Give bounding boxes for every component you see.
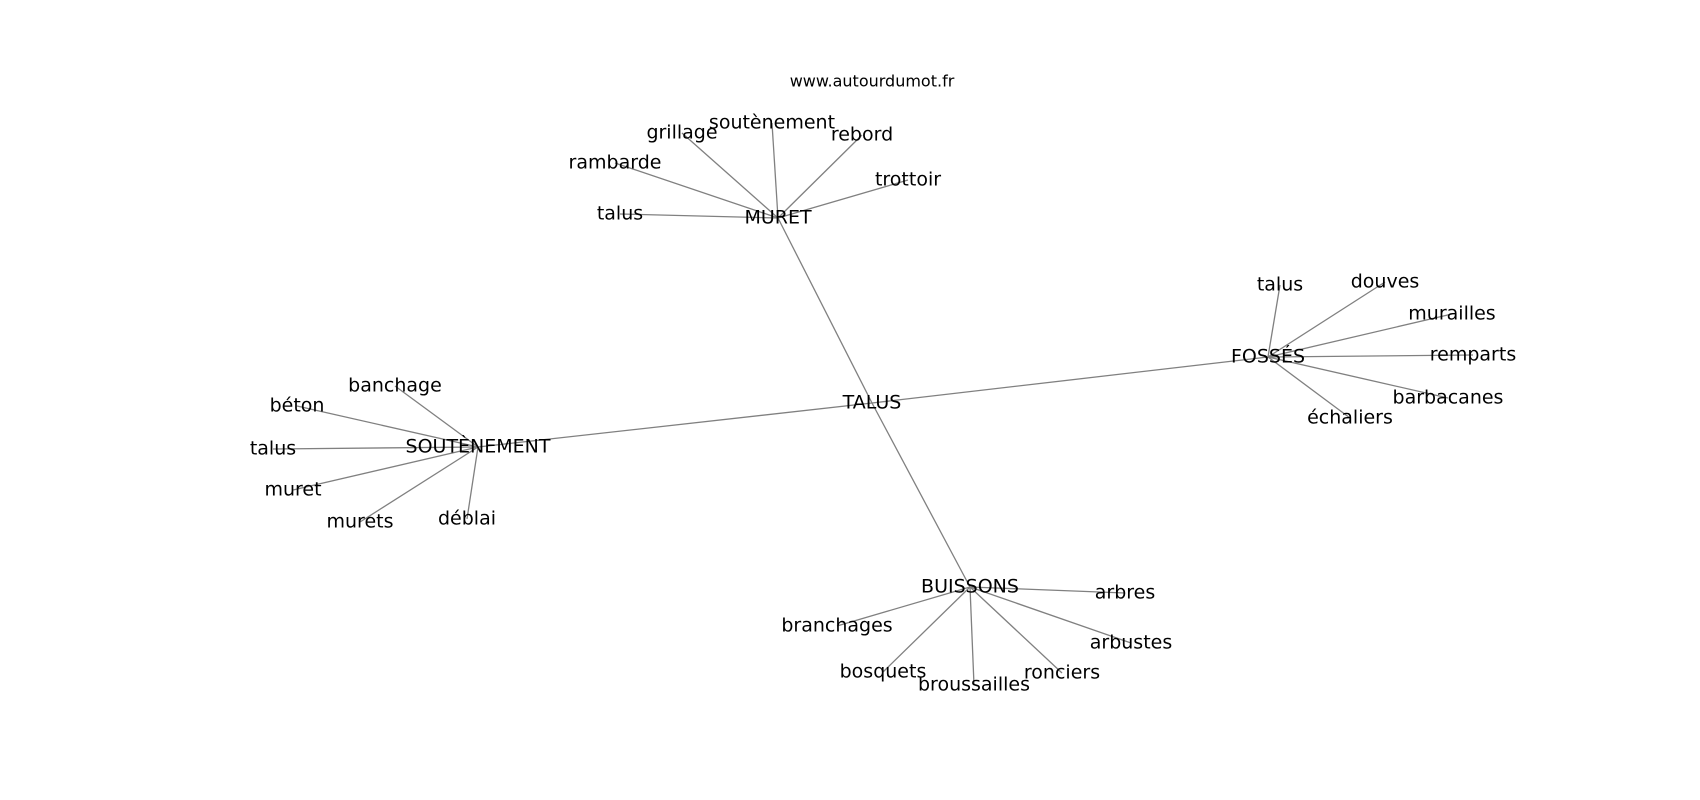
node-leaf: talus bbox=[250, 438, 296, 460]
node-leaf: broussailles bbox=[918, 674, 1030, 696]
edge-hub-leaf bbox=[969, 586, 1126, 594]
edge-hub-leaf bbox=[272, 446, 479, 450]
edge-hub-leaf bbox=[394, 385, 479, 448]
labels-layer: www.autourdumot.fr TALUS MURET talus ramba… bbox=[250, 72, 1516, 696]
node-leaf: remparts bbox=[1430, 344, 1516, 366]
node-leaf: douves bbox=[1351, 271, 1420, 293]
node-leaf: rebord bbox=[831, 124, 893, 146]
node-hub: BUISSONS bbox=[921, 576, 1019, 598]
node-leaf: murailles bbox=[1408, 303, 1495, 325]
node-leaf: arbustes bbox=[1090, 632, 1173, 654]
node-leaf: échaliers bbox=[1307, 407, 1393, 429]
edge-hub-leaf bbox=[836, 586, 971, 627]
edge-center-hub bbox=[477, 402, 873, 448]
edge-hub-leaf bbox=[614, 162, 779, 219]
edge-hub-leaf bbox=[882, 586, 971, 673]
edge-hub-leaf bbox=[292, 446, 479, 491]
node-leaf: murets bbox=[327, 511, 394, 533]
edge-hub-leaf bbox=[1267, 313, 1453, 358]
node-leaf: déblai bbox=[438, 508, 496, 530]
node-hub: MURET bbox=[744, 207, 812, 229]
edge-hub-leaf bbox=[777, 179, 909, 219]
node-leaf: branchages bbox=[781, 615, 892, 637]
node-leaf: ronciers bbox=[1024, 662, 1100, 684]
node-hub: FOSSÉS bbox=[1231, 345, 1305, 368]
edge-hub-leaf bbox=[359, 446, 479, 523]
edge-hub-leaf bbox=[466, 446, 479, 520]
node-center: TALUS bbox=[842, 392, 902, 414]
edge-center-hub bbox=[777, 217, 873, 404]
node-leaf: arbres bbox=[1095, 582, 1156, 604]
node-hub: SOUTÈNEMENT bbox=[406, 435, 551, 458]
edge-center-hub bbox=[871, 402, 971, 588]
edge-hub-leaf bbox=[969, 586, 1132, 644]
node-leaf: muret bbox=[264, 479, 321, 501]
edge-hub-leaf bbox=[1267, 354, 1474, 358]
node-leaf: talus bbox=[597, 203, 643, 225]
edge-hub-leaf bbox=[777, 134, 863, 219]
node-leaf: grillage bbox=[646, 122, 717, 144]
edge-hub-leaf bbox=[1267, 356, 1351, 419]
node-leaf: béton bbox=[270, 395, 325, 417]
edge-hub-leaf bbox=[771, 122, 779, 219]
edge-hub-leaf bbox=[1267, 284, 1281, 358]
edge-hub-leaf bbox=[681, 132, 779, 219]
node-leaf: soutènement bbox=[709, 112, 835, 134]
edge-hub-leaf bbox=[619, 213, 779, 219]
edge-hub-leaf bbox=[1267, 356, 1449, 399]
edge-hub-leaf bbox=[1267, 281, 1386, 358]
edge-hub-leaf bbox=[969, 586, 975, 686]
edge-center-hub bbox=[871, 356, 1269, 404]
node-leaf: banchage bbox=[348, 375, 442, 397]
node-leaf: talus bbox=[1257, 274, 1303, 296]
node-leaf: rambarde bbox=[569, 152, 662, 174]
node-leaf: bosquets bbox=[840, 661, 927, 683]
edge-hub-leaf bbox=[969, 586, 1063, 674]
watermark-text: www.autourdumot.fr bbox=[790, 72, 955, 91]
node-leaf: trottoir bbox=[875, 169, 941, 191]
edges-layer bbox=[272, 122, 1474, 686]
node-leaf: barbacanes bbox=[1393, 387, 1504, 409]
edge-hub-leaf bbox=[296, 405, 479, 448]
